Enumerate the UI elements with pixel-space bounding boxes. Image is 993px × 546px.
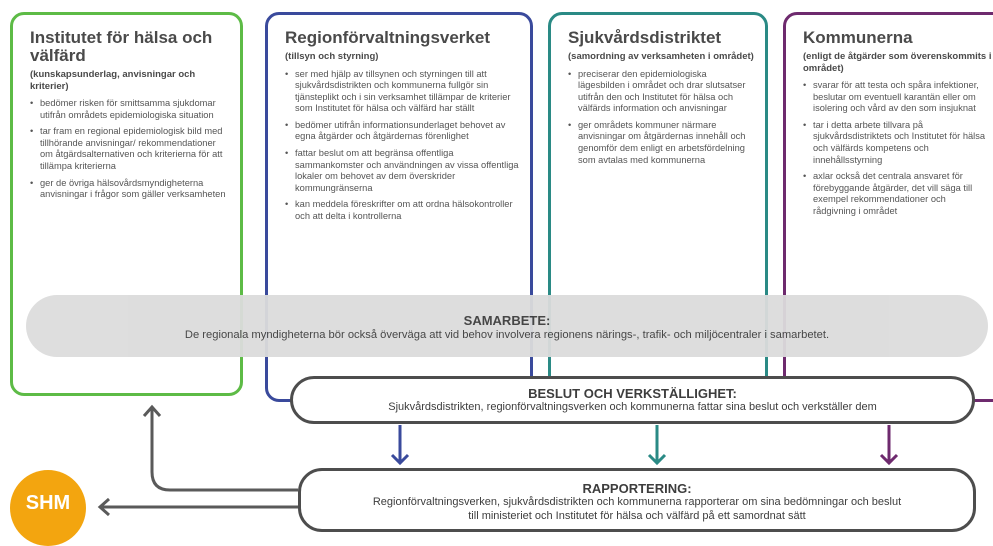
rfv-title: Regionförvaltningsverket xyxy=(285,28,490,47)
thl-item: tar fram en regional epidemiologisk bild… xyxy=(30,126,230,172)
svd-items: preciserar den epidemiologiska lägesbild… xyxy=(568,69,755,167)
rfv-item: bedömer utifrån informationsunderlaget b… xyxy=(285,120,520,143)
kom-item: svarar för att testa och spåra infektion… xyxy=(803,80,986,115)
rfv-subtitle: (tillsyn och styrning) xyxy=(285,51,379,62)
rapportering-line2: till ministeriet och Institutet för häls… xyxy=(468,509,806,522)
thl-title: Institutet för hälsa och välfärd xyxy=(30,28,213,65)
arrow-to-thl xyxy=(142,404,298,492)
rfv-items: ser med hjälp av tillsynen och styrninge… xyxy=(285,69,520,223)
arrow-to-shm xyxy=(97,497,298,517)
arrow-down-svd xyxy=(647,425,667,466)
shm-label: SHM xyxy=(25,492,71,514)
kom-item: axlar också det centrala ansvaret för fö… xyxy=(803,171,986,217)
arrow-down-rfv xyxy=(390,425,410,466)
svd-item: preciserar den epidemiologiska lägesbild… xyxy=(568,69,755,115)
beslut-box: BESLUT OCH VERKSTÄLLIGHET: Sjukvårdsdist… xyxy=(290,376,975,424)
thl-item: ger de övriga hälsovårdsmyndigheterna an… xyxy=(30,178,230,201)
samarbete-title: SAMARBETE: xyxy=(463,313,551,328)
thl-item: bedömer risken för smittsamma sjukdomar … xyxy=(30,98,230,121)
rfv-item: fattar beslut om att begränsa offentliga… xyxy=(285,148,520,194)
rfv-item: kan meddela föreskrifter om att ordna hä… xyxy=(285,199,520,222)
beslut-text: Sjukvårdsdistrikten, regionförvaltningsv… xyxy=(388,401,877,413)
svd-title: Sjukvårdsdistriktet xyxy=(568,28,722,47)
kom-item: tar i detta arbete tillvara på sjukvårds… xyxy=(803,120,986,166)
rapportering-line1: Regionförvaltningsverken, sjukvårdsdistr… xyxy=(372,496,902,508)
shm-circle: SHM xyxy=(10,470,86,546)
thl-subtitle: (kunskapsunderlag, anvisningar och krite… xyxy=(30,69,196,92)
kom-items: svarar för att testa och spåra infektion… xyxy=(803,80,993,218)
rapportering-title: RAPPORTERING: xyxy=(582,481,692,496)
kom-title: Kommunerna xyxy=(803,28,913,47)
rfv-item: ser med hjälp av tillsynen och styrninge… xyxy=(285,69,520,115)
beslut-title: BESLUT OCH VERKSTÄLLIGHET: xyxy=(528,386,737,401)
svd-subtitle: (samordning av verksamheten i området) xyxy=(568,51,754,62)
samarbete-text: De regionala myndigheterna bör också öve… xyxy=(184,329,830,341)
thl-items: bedömer risken för smittsamma sjukdomar … xyxy=(30,98,230,201)
svd-item: ger områdets kommuner närmare anvisninga… xyxy=(568,120,755,166)
rapportering-box: RAPPORTERING: Regionförvaltningsverken, … xyxy=(298,468,976,532)
arrow-down-kom xyxy=(879,425,899,466)
kom-subtitle: (enligt de åtgärder som överenskommits i… xyxy=(803,51,992,74)
samarbete-band: SAMARBETE: De regionala myndigheterna bö… xyxy=(26,295,988,357)
